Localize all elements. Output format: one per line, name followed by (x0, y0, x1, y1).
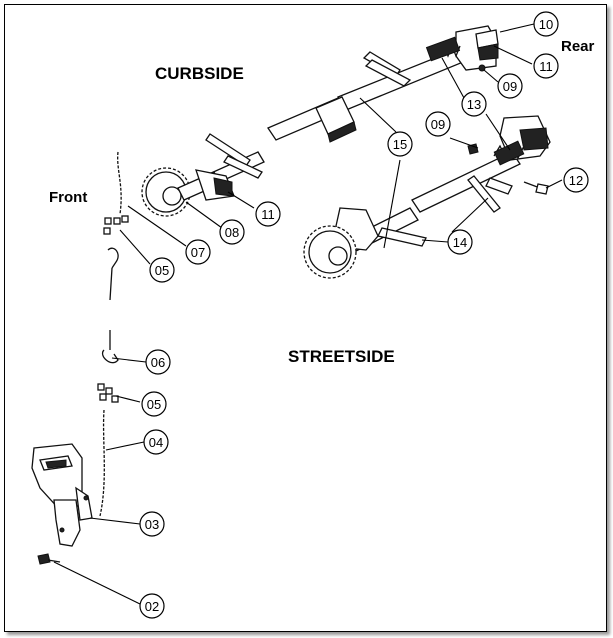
callout-02-text: 02 (145, 599, 159, 614)
callout-11-rear: 11 (533, 53, 559, 79)
callout-14: 14 (447, 229, 473, 255)
callout-14-text: 14 (453, 235, 467, 250)
curbside-label: CURBSIDE (155, 64, 244, 83)
lower-chain (99, 409, 105, 517)
callout-10-text: 10 (539, 17, 553, 32)
callout-05-lower: 05 (141, 391, 167, 417)
curbside-spring (425, 36, 461, 62)
callout-02: 02 (139, 593, 165, 619)
front-label: Front (49, 189, 87, 206)
callout-11-front-text: 11 (261, 207, 275, 222)
callout-08-text: 08 (225, 225, 239, 240)
callout-15: 15 (387, 131, 413, 157)
callout-04-text: 04 (149, 435, 163, 450)
leader-lines (53, 23, 563, 605)
callout-11-rear-text: 11 (539, 59, 553, 74)
streetside-rear-tube (411, 115, 551, 213)
streetside-sprocket (303, 225, 357, 279)
callout-09-mid-text: 09 (431, 117, 445, 132)
callout-05-lower-text: 05 (147, 397, 161, 412)
callout-06-text: 06 (151, 355, 165, 370)
callout-03: 03 (139, 511, 165, 537)
callout-06: 06 (145, 349, 171, 375)
streetside-label: STREETSIDE (288, 347, 395, 366)
streetside-bolt (523, 181, 549, 195)
rear-label: Rear (561, 38, 595, 55)
callout-13-text: 13 (467, 97, 481, 112)
callout-12-text: 12 (569, 173, 583, 188)
callout-09-mid: 09 (425, 111, 451, 137)
streetside-front-tube (335, 207, 427, 253)
upper-connector-links (103, 215, 129, 235)
callout-10: 10 (533, 11, 559, 37)
curbside-rear-bracket (455, 25, 499, 72)
callout-11-front: 11 (255, 201, 281, 227)
callout-09-rear: 09 (497, 73, 523, 99)
curbside-sprocket (141, 167, 235, 217)
lower-connector-links (97, 383, 119, 403)
handle-screw (37, 553, 61, 565)
callout-03-text: 03 (145, 517, 159, 532)
cable-assembly (101, 247, 119, 364)
handle-assembly (31, 443, 93, 547)
callout-13: 13 (461, 91, 487, 117)
callout-09-rear-text: 09 (503, 79, 517, 94)
callout-07: 07 (185, 239, 211, 265)
callout-05-upper: 05 (149, 257, 175, 283)
callout-08: 08 (219, 219, 245, 245)
diagram-frame (4, 4, 607, 632)
callout-07-text: 07 (191, 245, 205, 260)
curbside-rear-tube (267, 47, 469, 143)
callout-15-text: 15 (393, 137, 407, 152)
upper-chain (117, 151, 122, 215)
callout-05-upper-text: 05 (155, 263, 169, 278)
callout-04: 04 (143, 429, 169, 455)
callout-12: 12 (563, 167, 589, 193)
